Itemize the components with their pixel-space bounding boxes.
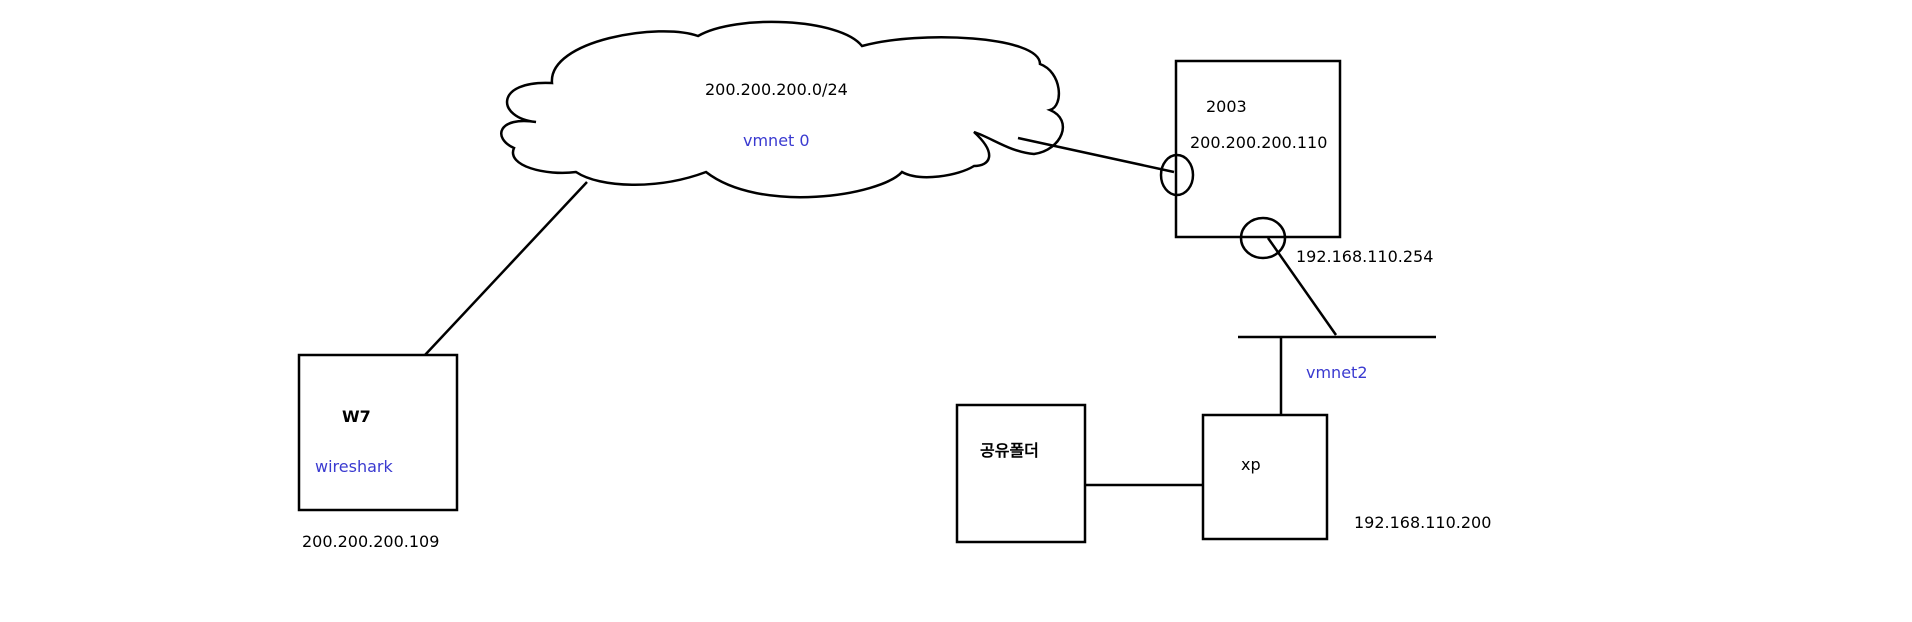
xp-name: xp: [1241, 455, 1261, 474]
switch-network-label: vmnet2: [1306, 363, 1368, 382]
link-server-switch: [1266, 237, 1338, 336]
w7-box: [297, 353, 459, 512]
w7-name: W7: [342, 407, 371, 426]
shared-folder-box: [955, 403, 1087, 544]
server-external-ip-label: 200.200.200.110: [1190, 133, 1327, 152]
link-cloud-server: [1017, 136, 1175, 174]
link-cloud-w7: [424, 181, 588, 356]
server-internal-interface: [1239, 216, 1287, 260]
server-2003-box: [1174, 59, 1342, 239]
xp-box: [1201, 413, 1329, 541]
w7-app-label: wireshark: [315, 457, 393, 476]
cloud-network-label: vmnet 0: [743, 131, 810, 150]
server-internal-ip-label: 192.168.110.254: [1296, 247, 1433, 266]
cloud-subnet-label: 200.200.200.0/24: [705, 80, 848, 99]
shared-folder-name: 공유폴더: [980, 441, 1039, 460]
server-2003-name: 2003: [1206, 97, 1247, 116]
w7-ip-label: 200.200.200.109: [302, 532, 439, 551]
xp-ip-label: 192.168.110.200: [1354, 513, 1491, 532]
server-external-interface: [1159, 153, 1195, 197]
cloud-shape: [500, 20, 1065, 199]
